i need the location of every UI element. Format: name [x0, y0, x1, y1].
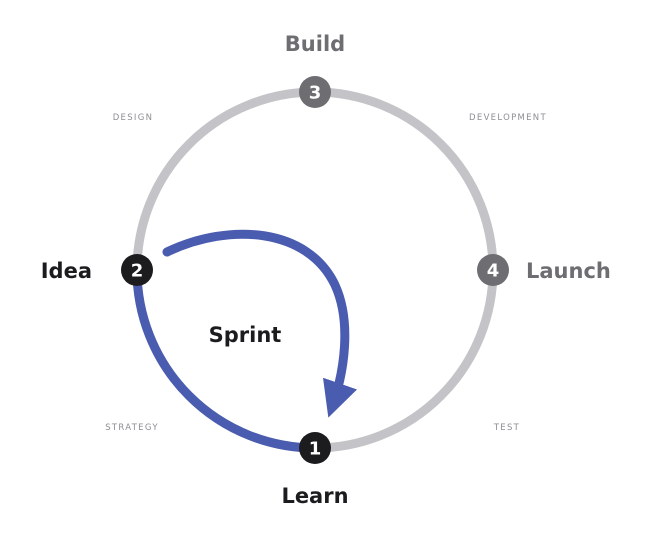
stage-number-launch: 4: [487, 261, 500, 282]
stage-number-learn: 1: [309, 439, 322, 460]
phase-label-development: DEVELOPMENT: [469, 113, 547, 123]
stage-label-launch: Launch: [526, 259, 611, 283]
stage-idea: 2 Idea: [41, 254, 153, 286]
phase-label-test: TEST: [493, 423, 520, 433]
stage-number-build: 3: [309, 83, 322, 104]
sprint-ring-segment: [132, 265, 320, 453]
stage-launch: 4 Launch: [477, 254, 611, 286]
phase-label-strategy: STRATEGY: [105, 423, 159, 433]
stage-build: 3 Build: [285, 32, 345, 108]
sprint-label: Sprint: [209, 323, 282, 347]
stage-node-build: [299, 76, 331, 108]
stage-node-learn: [299, 432, 331, 464]
stage-learn: 1 Learn: [281, 432, 349, 508]
stage-label-idea: Idea: [41, 259, 92, 283]
stage-label-build: Build: [285, 32, 345, 56]
stage-number-idea: 2: [131, 261, 144, 282]
phase-label-design: DESIGN: [113, 113, 154, 123]
stage-label-learn: Learn: [281, 484, 348, 508]
stage-node-launch: [477, 254, 509, 286]
sprint-arrow: [162, 229, 358, 418]
stage-node-idea: [121, 254, 153, 286]
